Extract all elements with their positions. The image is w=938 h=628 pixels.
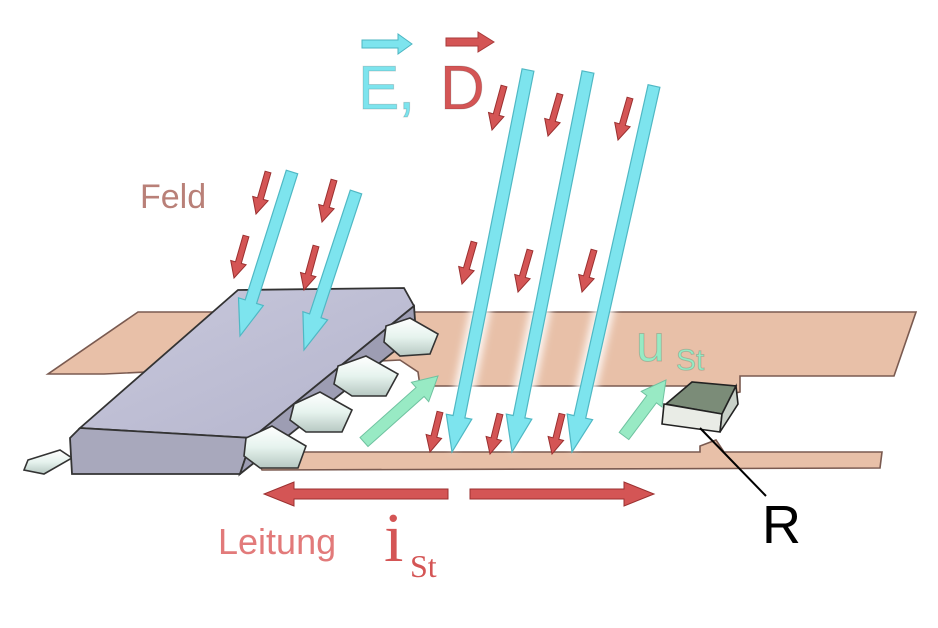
d-symbol: D [440, 54, 486, 123]
line-label: Leitung [218, 521, 337, 562]
current-arrows [262, 481, 656, 507]
d-field-arrow [318, 178, 338, 224]
d-field-arrow [458, 240, 478, 286]
voltage-arrows [359, 375, 667, 448]
voltage-subscript: St [675, 344, 705, 377]
vector-bar-d [445, 31, 495, 53]
e-field-arrow [566, 83, 661, 454]
d-field-arrow [614, 96, 634, 142]
vector-bar-e [361, 33, 413, 55]
separator-comma: , [397, 54, 416, 123]
current-subscript: St [410, 548, 437, 584]
e-field-arrow [302, 189, 363, 352]
resistor [661, 381, 767, 497]
d-field-arrow [299, 244, 320, 292]
current-arrow [262, 481, 449, 507]
e-symbol: E [357, 54, 400, 123]
voltage-symbol: u [636, 315, 666, 373]
chip-pin-left [22, 449, 74, 475]
d-field-arrow [425, 410, 444, 454]
d-field-arrow [230, 234, 250, 280]
e-field-arrow [237, 169, 299, 338]
ic-pins [243, 317, 440, 469]
e-field-arrow [445, 68, 535, 454]
field-label: Feld [140, 178, 207, 216]
e-field-arrow [505, 70, 595, 454]
d-field-arrow [578, 248, 598, 294]
d-field-arrow [547, 412, 566, 456]
d-field-arrow [544, 92, 564, 138]
e-field-arrows [237, 68, 664, 454]
current-symbol: i [384, 500, 404, 577]
d-field-arrow [514, 248, 534, 294]
d-field-arrow [487, 84, 508, 132]
voltage-arrow [359, 375, 439, 448]
resistor-label: R [762, 495, 801, 555]
voltage-arrow [618, 379, 667, 441]
d-field-arrow [485, 412, 504, 456]
d-field-arrows [230, 84, 634, 456]
current-arrow [469, 481, 656, 507]
d-field-arrow [252, 170, 272, 216]
